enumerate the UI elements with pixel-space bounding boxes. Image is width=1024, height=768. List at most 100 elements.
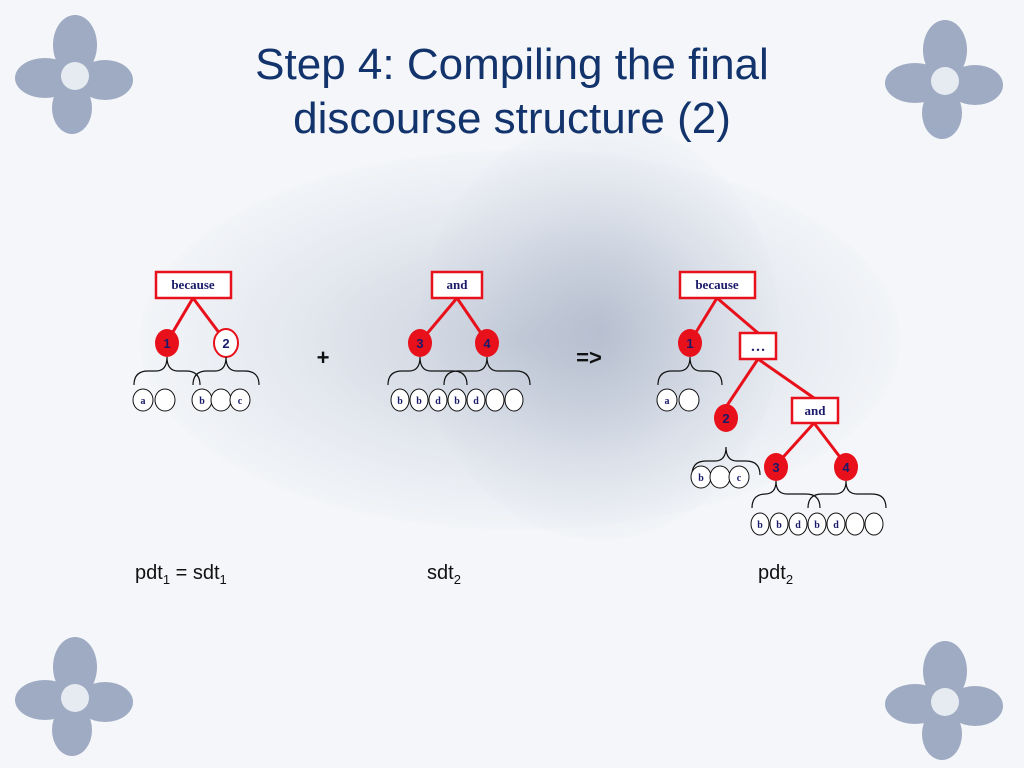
edu-unit: [769, 512, 789, 536]
relation-box: [678, 270, 757, 300]
edu-group: b b d b d: [750, 512, 884, 536]
relation-label: because: [695, 277, 739, 292]
edu-unit: [864, 512, 884, 536]
tree-edge: [757, 357, 815, 400]
tree-edge: [724, 358, 760, 408]
caption-pdt2: pdt2: [758, 562, 793, 587]
placeholder-box: [738, 331, 778, 361]
edu-label: b: [199, 396, 205, 407]
edu-label: d: [833, 520, 839, 531]
node-label: 1: [163, 336, 170, 351]
relation-label: because: [171, 277, 215, 292]
edu-unit: [132, 388, 154, 412]
sdt2-tree: and 3 4 b b d b d: [387, 270, 531, 412]
edu-label: d: [435, 396, 441, 407]
node-label: 3: [416, 336, 423, 351]
edu-unit: [826, 512, 846, 536]
edu-unit: [678, 388, 700, 412]
edu-label: b: [397, 396, 403, 407]
placeholder-label: …: [751, 339, 766, 355]
edu-label: b: [757, 520, 763, 531]
edu-label: a: [665, 396, 670, 407]
edu-group: a: [656, 388, 700, 412]
edu-unit: [788, 512, 808, 536]
tree-node: [678, 329, 702, 357]
edu-group: b c: [191, 388, 251, 412]
node-label: 2: [222, 336, 229, 351]
span-brace: [751, 480, 821, 509]
caption-pdt1-base: pdt: [135, 562, 163, 584]
edu-unit: [485, 388, 505, 412]
edu-unit: [154, 388, 176, 412]
edu-unit: [845, 512, 865, 536]
edu-group: a: [132, 388, 176, 412]
title-line-2: discourse structure (2): [293, 94, 731, 143]
edu-unit: [656, 388, 678, 412]
caption-sdt2-sub: 2: [453, 572, 461, 587]
caption-pdt2-sub: 2: [785, 572, 794, 587]
relation-box: [790, 396, 840, 425]
edu-unit: [504, 388, 524, 412]
span-brace: [387, 356, 468, 386]
flower-icon: [885, 641, 1003, 760]
pdt2-tree: because 1 … 2 and 3 4 a b c: [656, 270, 887, 536]
edu-label: b: [416, 396, 422, 407]
edu-unit: [807, 512, 827, 536]
edu-unit: [409, 388, 429, 412]
relation-label: and: [805, 403, 827, 418]
span-brace: [133, 356, 201, 386]
tree-node: [764, 453, 788, 481]
edu-group: b b d b d: [390, 388, 524, 412]
title-line-1: Step 4: Compiling the final: [255, 40, 769, 89]
span-brace: [192, 356, 260, 386]
edu-label: c: [238, 396, 243, 407]
edu-unit: [466, 388, 486, 412]
edu-unit: [750, 512, 770, 536]
tree-node: [155, 329, 179, 357]
caption-sdt2: sdt2: [427, 562, 461, 587]
flower-icon: [15, 15, 133, 134]
edu-label: c: [737, 473, 742, 484]
span-brace: [691, 446, 761, 476]
relation-box: [154, 270, 233, 300]
edu-label: b: [698, 473, 704, 484]
edu-unit: [210, 388, 232, 412]
edu-unit: [428, 388, 448, 412]
edu-label: d: [795, 520, 801, 531]
edu-group: b c: [690, 465, 750, 489]
caption-pdt1: pdt1 = sdt1: [135, 562, 227, 587]
tree-node: [408, 329, 432, 357]
span-brace: [443, 356, 531, 386]
caption-pdt2-base: pdt: [758, 562, 786, 584]
slide-title: Step 4: Compiling the final discourse st…: [0, 38, 1024, 146]
flower-icon: [885, 20, 1003, 139]
edu-unit: [447, 388, 467, 412]
plus-operator: +: [317, 345, 330, 370]
caption-pdt1-eq: = sdt: [170, 562, 220, 584]
tree-node: [475, 329, 499, 357]
edu-label: b: [776, 520, 782, 531]
node-label: 3: [772, 460, 779, 475]
node-label: 2: [722, 411, 729, 426]
tree-node: [714, 404, 738, 432]
span-brace: [807, 480, 887, 509]
edu-label: a: [141, 396, 146, 407]
edu-label: d: [473, 396, 479, 407]
caption-pdt1-eq-sub: 1: [219, 572, 227, 587]
relation-label: and: [447, 277, 469, 292]
edu-label: b: [814, 520, 820, 531]
span-brace: [657, 356, 723, 386]
flower-icon: [15, 637, 133, 756]
node-label: 1: [686, 336, 693, 351]
caption-sdt2-base: sdt: [427, 562, 454, 584]
edu-unit: [390, 388, 410, 412]
tree-node: [834, 453, 858, 481]
edu-unit: [229, 388, 251, 412]
pdt1-tree: because 1 2 a b c: [132, 270, 260, 412]
node-label: 4: [483, 336, 491, 351]
edu-unit: [709, 465, 731, 489]
node-label: 4: [842, 460, 850, 475]
caption-pdt1-sub: 1: [162, 572, 171, 587]
edu-unit: [728, 465, 750, 489]
